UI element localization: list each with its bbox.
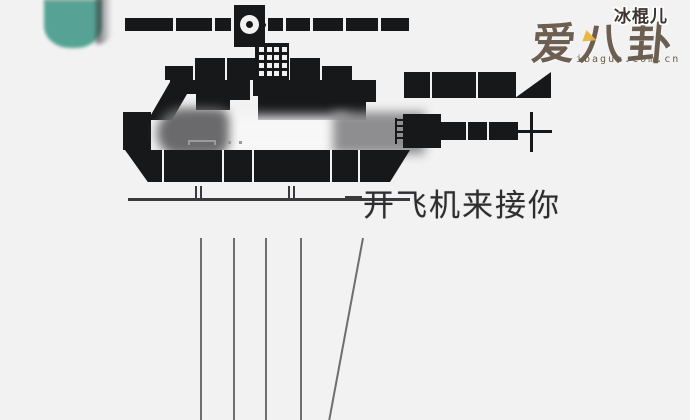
rotor-blade-segment (313, 18, 343, 31)
guide-line (200, 238, 202, 420)
roof-block (228, 80, 250, 100)
detail-stroke (214, 140, 216, 145)
grid-cell (274, 71, 279, 76)
grid-cell (266, 47, 272, 52)
comb-tooth (395, 119, 406, 121)
guide-line (265, 238, 267, 420)
hull-divider (162, 150, 164, 182)
guide-line (233, 238, 235, 420)
grid-panel (255, 43, 289, 81)
lower-hull (125, 150, 410, 182)
deck-block (195, 58, 225, 80)
skid-strut (195, 186, 197, 199)
grid-cell (259, 71, 264, 76)
tail-boom (438, 122, 518, 140)
rotor-blade-segment (268, 18, 283, 31)
diagonal-guide-line (320, 237, 364, 420)
skid-strut (200, 186, 202, 199)
grid-cell (274, 55, 279, 60)
deck-block (322, 66, 352, 80)
tail-fin (515, 72, 551, 98)
tail-root-block (403, 114, 441, 148)
grid-cell (266, 55, 272, 60)
watermark: 爱八卦 ibagua.com.cn (529, 8, 687, 72)
comb-tooth (395, 125, 404, 127)
rotor-blade-segment (125, 18, 173, 31)
comb-tooth (395, 131, 406, 133)
comb-tooth (395, 137, 403, 139)
grid-cell (274, 63, 279, 68)
cup-shadow (96, 0, 112, 44)
grid-cell (259, 63, 264, 68)
grid-cell (266, 71, 272, 76)
boom-divider (487, 122, 489, 140)
guide-line (300, 238, 302, 420)
hull-divider (252, 150, 254, 182)
boom-divider (466, 122, 468, 140)
channel-badge: 冰棍儿 (614, 7, 668, 27)
rotor-blade-segment (346, 18, 378, 31)
deck-block (165, 66, 193, 80)
rotor-blade-segment (176, 18, 212, 31)
grid-cell (281, 63, 287, 68)
fuselage-highlight (228, 116, 348, 154)
cockpit-window (157, 108, 229, 156)
grid-cell (259, 55, 264, 60)
rotor-blade-segment (215, 18, 231, 31)
cup-body (44, 0, 102, 48)
deck-block (290, 58, 320, 80)
tail-divider (430, 72, 432, 98)
detail-stroke (190, 140, 216, 142)
grid-cell (281, 55, 287, 60)
subtitle-dash (345, 196, 362, 199)
tail-rotor-vertical (530, 112, 533, 152)
grid-cell (259, 47, 264, 52)
rotor-blade-segment (286, 18, 310, 31)
tail-upper-block (404, 72, 516, 98)
roof-block (322, 80, 376, 102)
skid-strut (293, 186, 295, 199)
grid-cell (274, 47, 279, 52)
nose-box (123, 112, 151, 150)
detail-stroke (188, 140, 190, 145)
rotor-hub-core (246, 21, 253, 28)
subtitle-text: 开飞机来接你 (363, 188, 561, 223)
deck-block (227, 58, 255, 80)
grid-cell (281, 47, 287, 52)
skid-rail (128, 198, 410, 201)
skid-strut (288, 186, 290, 199)
rotor-blade-segment (381, 18, 409, 31)
hull-divider (358, 150, 360, 182)
grid-cell (266, 63, 272, 68)
roof-block (196, 80, 230, 110)
detail-dot (228, 141, 231, 144)
teal-cup (36, 0, 116, 62)
hull-divider (330, 150, 332, 182)
hull-divider (222, 150, 224, 182)
grid-cell (281, 71, 287, 76)
detail-dot (239, 141, 242, 144)
watermark-url: ibagua.com.cn (576, 54, 681, 65)
tail-divider (476, 72, 478, 98)
